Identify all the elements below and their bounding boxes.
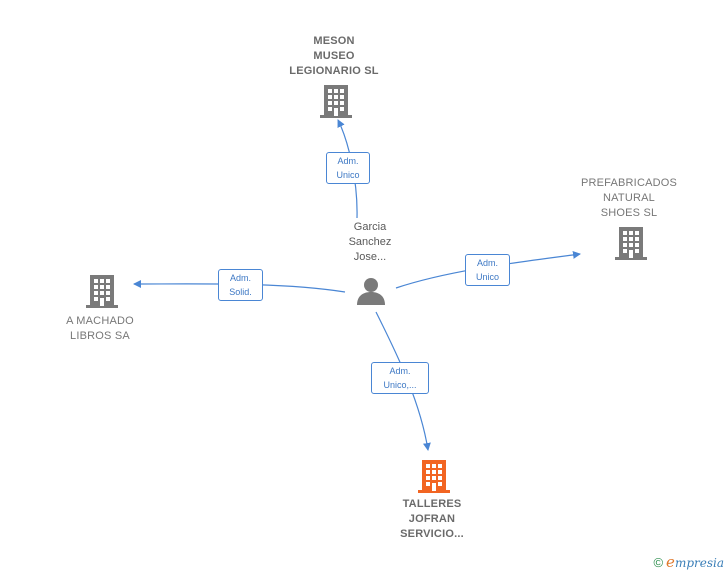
company-name: MESON MUSEO LEGIONARIO SL <box>289 35 379 77</box>
company-name: TALLERES JOFRAN SERVICIO... <box>400 498 464 540</box>
edge-label-left[interactable]: Adm. Solid. <box>218 269 263 301</box>
edge-label-right[interactable]: Adm. Unico <box>465 254 510 286</box>
copyright-icon: © <box>653 555 664 570</box>
building-icon[interactable] <box>615 225 647 261</box>
building-icon-highlight[interactable] <box>418 458 450 494</box>
company-node-talleres[interactable]: TALLERES JOFRAN SERVICIO... <box>372 497 492 542</box>
company-node-meson[interactable]: MESON MUSEO LEGIONARIO SL <box>274 34 394 79</box>
building-icon[interactable] <box>320 83 352 119</box>
person-node-garcia[interactable]: Garcia Sanchez Jose... <box>320 220 420 265</box>
edge-label-bottom[interactable]: Adm. Unico,... <box>371 362 429 394</box>
company-name: A MACHADO LIBROS SA <box>66 315 134 342</box>
person-icon[interactable] <box>356 276 386 306</box>
edge-label-top[interactable]: Adm. Unico <box>326 152 370 184</box>
brand-footer: ©empresia <box>653 553 724 571</box>
company-node-machado[interactable]: A MACHADO LIBROS SA <box>40 314 160 344</box>
person-name: Garcia Sanchez Jose... <box>348 221 392 263</box>
company-name: PREFABRICADOS NATURAL SHOES SL <box>580 177 678 219</box>
building-icon[interactable] <box>86 273 118 309</box>
brand-logo: empresia <box>666 553 724 571</box>
company-node-prefabricados[interactable]: PREFABRICADOS NATURAL SHOES SL <box>569 176 689 221</box>
